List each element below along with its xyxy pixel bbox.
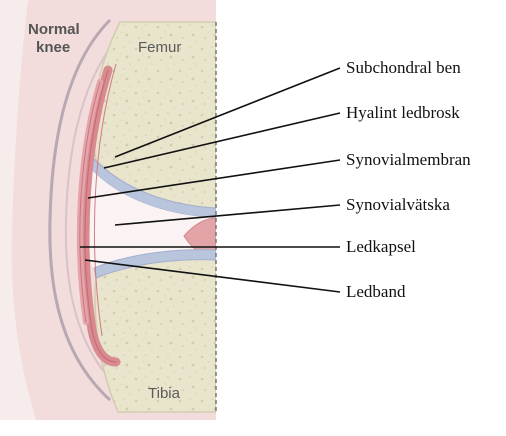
callout-hyaline-cartilage: Hyalint ledbrosk — [346, 103, 460, 122]
joint-capsule-inner — [64, 39, 117, 386]
tibia-texture — [94, 257, 216, 412]
leader-synovial-fluid — [114, 204, 341, 226]
leader-ligament — [84, 259, 341, 293]
callout-synovial-membrane: Synovialmembran — [346, 150, 471, 169]
panel-title-line-1: Normal — [28, 21, 80, 38]
tibia-label: Tibia — [148, 385, 181, 402]
leader-hyaline-cartilage — [103, 112, 341, 169]
panel-title-line-2: knee — [36, 39, 70, 56]
callout-ligament: Ledband — [346, 282, 406, 301]
joint-capsule-outline — [48, 18, 112, 402]
leader-lines — [80, 67, 341, 293]
callout-joint-capsule: Ledkapsel — [346, 237, 416, 256]
callout-subchondral-bone: Subchondral ben — [346, 58, 461, 77]
meniscus — [183, 217, 216, 259]
callout-synovial-fluid: Synovialvätska — [346, 195, 450, 214]
leader-subchondral-bone — [114, 67, 341, 158]
anatomy-illustration — [0, 0, 216, 420]
femur-label: Femur — [138, 39, 181, 56]
ligament — [76, 63, 121, 367]
leader-synovial-membrane — [87, 159, 341, 199]
tibia-cartilage — [93, 249, 216, 279]
panel-title: Normal knee — [28, 21, 84, 56]
